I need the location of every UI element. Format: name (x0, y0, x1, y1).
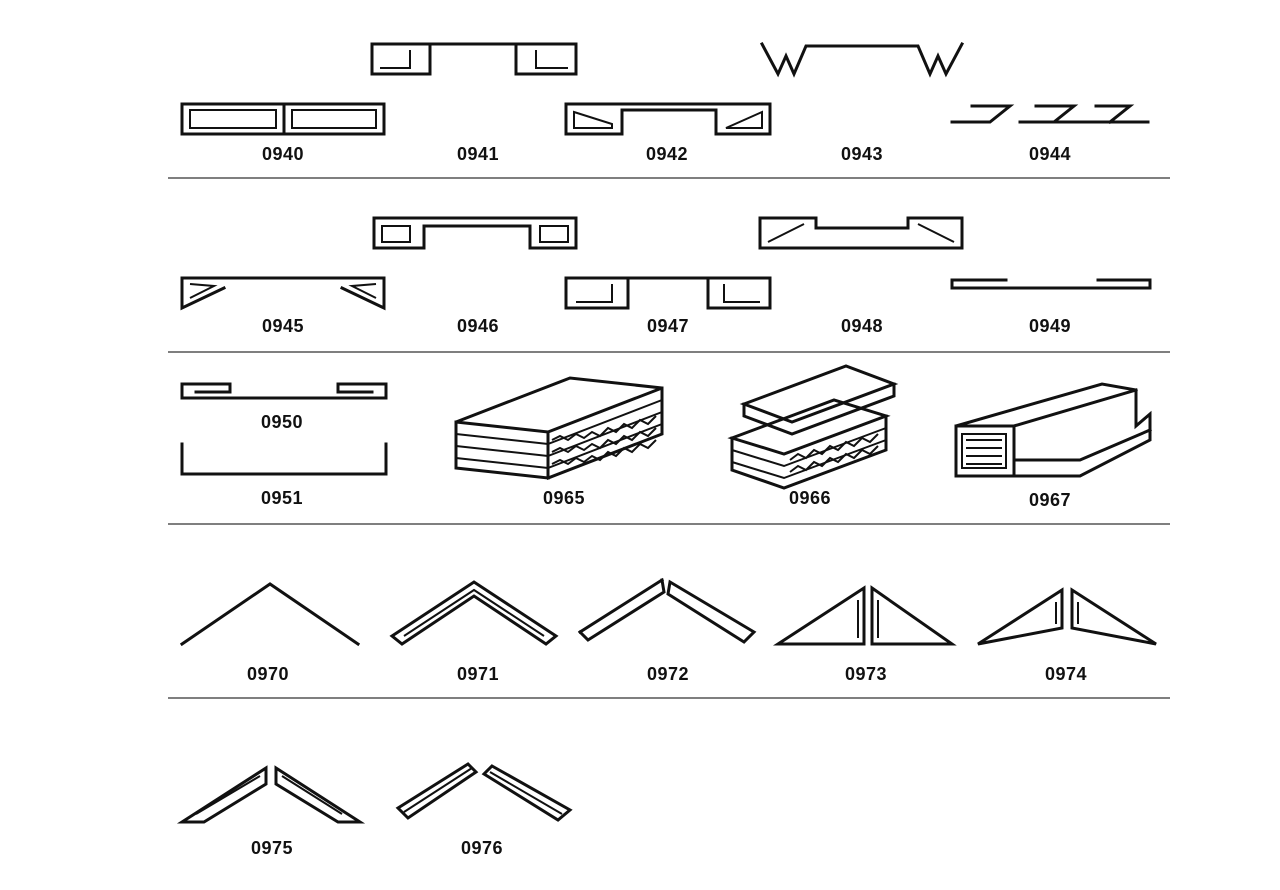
profile-0972 (577, 577, 757, 644)
profile-0975 (176, 765, 366, 824)
code-label-0941: 0941 (457, 144, 499, 164)
code-label-0967: 0967 (1029, 490, 1071, 510)
profile-0951 (180, 442, 388, 476)
code-label-0945: 0945 (262, 316, 304, 336)
code-label-0951: 0951 (261, 488, 303, 508)
profile-0941 (370, 42, 578, 76)
profile-0970 (179, 582, 361, 647)
profile-0973 (772, 585, 957, 646)
code-label-0971: 0971 (457, 664, 499, 684)
code-label-0970: 0970 (247, 664, 289, 684)
profile-0940 (180, 102, 386, 136)
profile-0967 (954, 382, 1152, 478)
profile-0947 (564, 276, 772, 310)
profile-0976 (395, 762, 573, 822)
profile-0943 (759, 41, 965, 78)
code-label-0972: 0972 (647, 664, 689, 684)
code-label-0974: 0974 (1045, 664, 1087, 684)
code-label-0975: 0975 (251, 838, 293, 858)
code-label-0947: 0947 (647, 316, 689, 336)
code-label-0976: 0976 (461, 838, 503, 858)
profile-0949 (950, 278, 1152, 290)
code-label-0940: 0940 (262, 144, 304, 164)
profile-0966 (727, 364, 899, 490)
profile-0946 (372, 216, 578, 250)
profile-0944 (950, 104, 1150, 125)
code-label-0966: 0966 (789, 488, 831, 508)
code-label-0948: 0948 (841, 316, 883, 336)
profile-0965 (454, 376, 664, 480)
code-label-0973: 0973 (845, 664, 887, 684)
code-label-0943: 0943 (841, 144, 883, 164)
profile-0948 (758, 216, 964, 250)
code-label-0949: 0949 (1029, 316, 1071, 336)
profile-0950 (180, 382, 388, 400)
code-label-0950: 0950 (261, 412, 303, 432)
profile-0971 (389, 580, 559, 646)
profile-0942 (564, 102, 772, 136)
profile-0945 (180, 276, 386, 311)
code-label-0965: 0965 (543, 488, 585, 508)
code-label-0944: 0944 (1029, 144, 1071, 164)
code-label-0942: 0942 (646, 144, 688, 164)
profile-0974 (977, 587, 1157, 646)
code-label-0946: 0946 (457, 316, 499, 336)
